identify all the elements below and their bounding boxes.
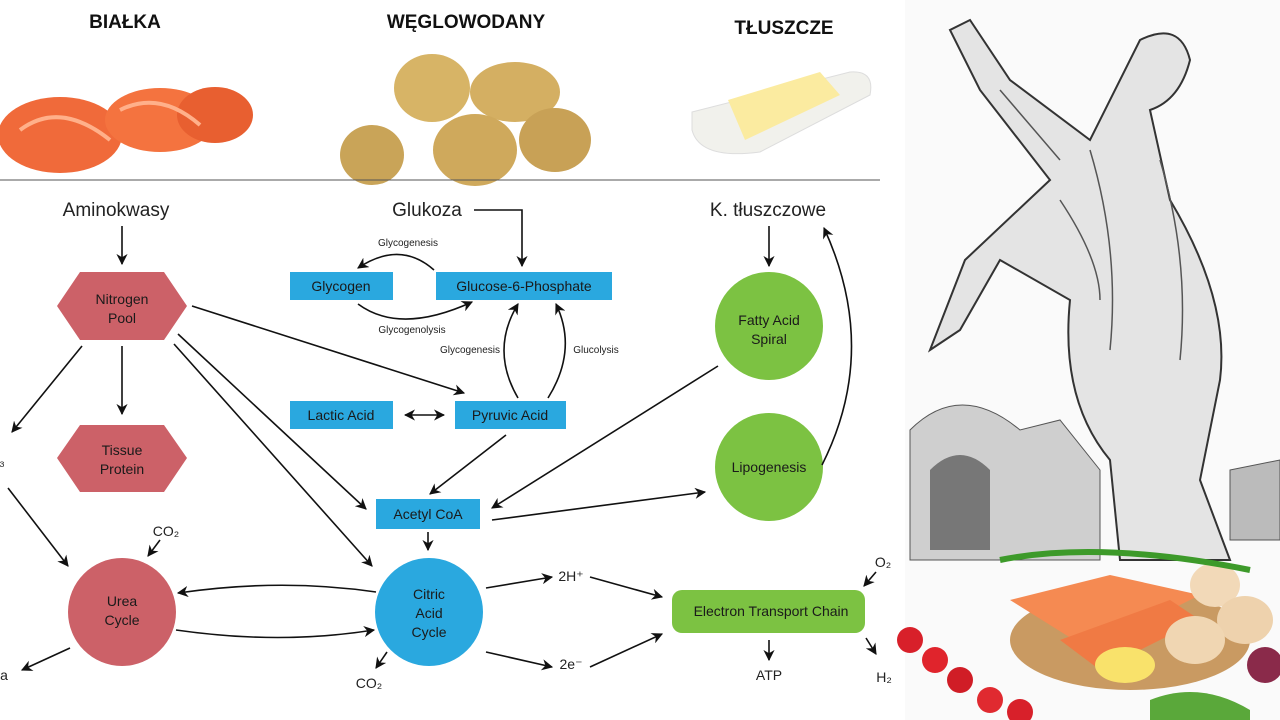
svg-text:Electron Transport Chain: Electron Transport Chain: [694, 603, 849, 619]
header-fats: TŁUSZCZE: [734, 18, 833, 39]
co2-urea: CO₂: [153, 523, 179, 539]
acetyl-coa-node: Acetyl CoA: [376, 499, 480, 529]
svg-text:Urea: Urea: [107, 593, 138, 609]
svg-text:Tissue: Tissue: [102, 442, 143, 458]
tissue-protein-node: Tissue Protein: [57, 425, 187, 492]
arrows: [7, 209, 877, 671]
svg-text:Pool: Pool: [108, 310, 136, 326]
water: H₂: [876, 669, 892, 685]
food-plate-image: [897, 549, 1280, 720]
ammonia-cut: ₃: [0, 453, 5, 469]
co2-citric: CO₂: [356, 675, 382, 691]
atp: ATP: [756, 667, 782, 683]
header-carbs: WĘGLOWODANY: [387, 12, 546, 33]
electrons: 2e⁻: [560, 656, 583, 672]
svg-text:Pyruvic Acid: Pyruvic Acid: [472, 407, 548, 423]
oxygen: O₂: [875, 554, 891, 570]
svg-text:Nitrogen: Nitrogen: [96, 291, 149, 307]
svg-text:Glucose-6-Phosphate: Glucose-6-Phosphate: [456, 278, 592, 294]
svg-text:Acetyl CoA: Acetyl CoA: [393, 506, 463, 522]
urea-cut: a: [0, 667, 8, 683]
electron-transport-chain-node: Electron Transport Chain: [672, 590, 865, 633]
butter-image: [691, 71, 872, 155]
svg-text:Protein: Protein: [100, 461, 144, 477]
label-glycogenesis-side: Glycogenesis: [440, 345, 500, 356]
citric-acid-cycle-node: Citric Acid Cycle: [375, 558, 483, 666]
label-glycogenolysis: Glycogenolysis: [378, 325, 445, 336]
pyruvic-acid-node: Pyruvic Acid: [455, 401, 566, 429]
glucose-6-phosphate-node: Glucose-6-Phosphate: [436, 272, 612, 300]
svg-text:Citric: Citric: [413, 586, 445, 602]
svg-text:Spiral: Spiral: [751, 331, 787, 347]
label-glycogenesis-top: Glycogenesis: [378, 238, 438, 249]
source-fatty-acids: K. tłuszczowe: [710, 200, 826, 221]
glycogen-node: Glycogen: [290, 272, 393, 300]
header-proteins-text: BIAŁKA: [89, 12, 161, 33]
source-glucose: Glukoza: [392, 200, 462, 221]
svg-text:Lactic Acid: Lactic Acid: [308, 407, 375, 423]
svg-text:Fatty Acid: Fatty Acid: [738, 312, 799, 328]
potatoes-image: [340, 54, 591, 186]
label-glucolysis: Glucolysis: [573, 345, 619, 356]
urea-cycle-node: Urea Cycle: [68, 558, 176, 666]
header-proteins: BIAŁKA: [89, 12, 161, 33]
lactic-acid-node: Lactic Acid: [290, 401, 393, 429]
nitrogen-pool-node: Nitrogen Pool: [57, 272, 187, 340]
hydrogen-ions: 2H⁺: [558, 568, 583, 584]
fatty-acid-spiral-node: Fatty Acid Spiral: [715, 272, 823, 380]
svg-text:Glycogen: Glycogen: [311, 278, 370, 294]
lipogenesis-node: Lipogenesis: [715, 413, 823, 521]
svg-text:Acid: Acid: [415, 605, 442, 621]
svg-text:Lipogenesis: Lipogenesis: [732, 459, 807, 475]
svg-text:Cycle: Cycle: [411, 624, 446, 640]
source-amino-acids: Aminokwasy: [63, 200, 170, 221]
salmon-image: [0, 87, 253, 173]
svg-text:Cycle: Cycle: [104, 612, 139, 628]
